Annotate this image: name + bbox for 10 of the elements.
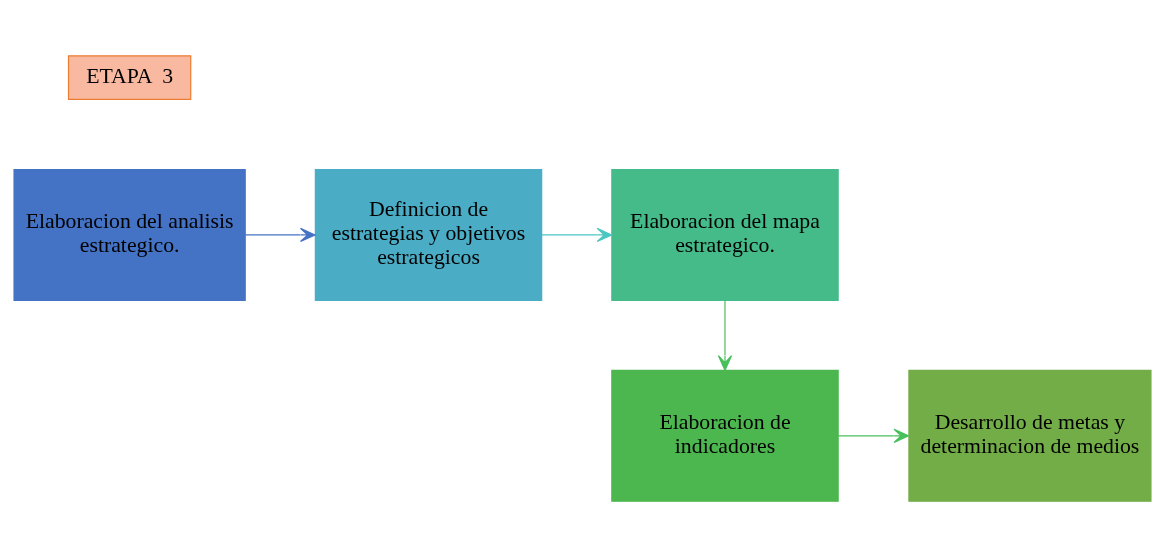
- arrow: [244, 227, 316, 243]
- node-box: Elaboracion de indicadores: [611, 369, 839, 502]
- node-box: Elaboracion del mapa estrategico.: [611, 169, 839, 301]
- node-box: Elaboracion del analisis estrategico.: [13, 169, 246, 301]
- node-box: ETAPA 3: [67, 55, 192, 100]
- node-box: Definicion de estrategias y objetivos estrategicos: [314, 169, 543, 301]
- arrow: [717, 299, 733, 371]
- arrow: [837, 428, 910, 443]
- arrow: [541, 227, 613, 243]
- node-box: Desarrollo de metas y determinacion de medios: [908, 369, 1152, 502]
